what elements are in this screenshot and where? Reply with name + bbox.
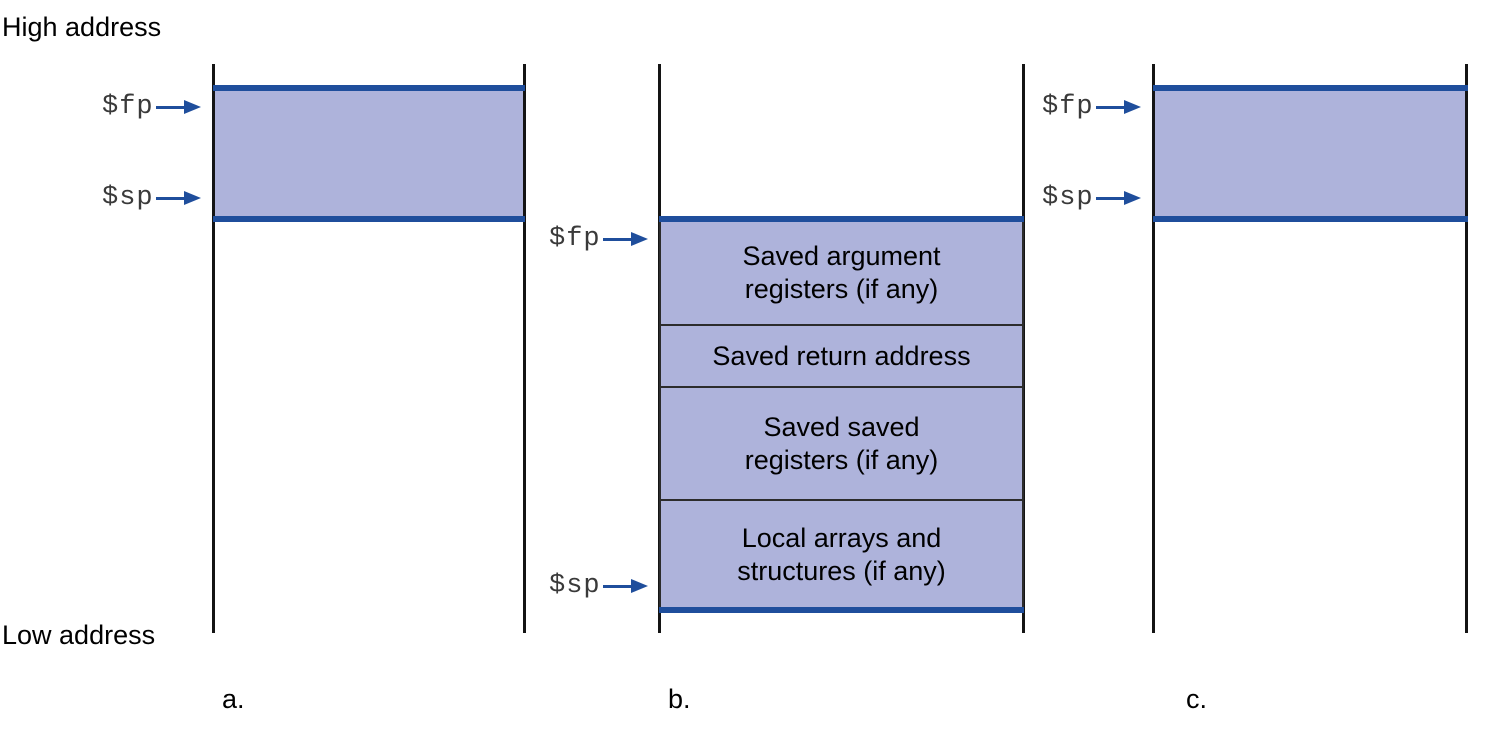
right-arrow-icon [602, 232, 649, 246]
panel-b-divider-2 [659, 386, 1024, 388]
panel-a-fp-boundary [213, 85, 525, 91]
cell-line: structures (if any) [737, 556, 946, 586]
panel-a-left-wall [212, 64, 215, 633]
panel-b-cell-saved-saved-registers [659, 387, 1024, 500]
panel-b-caption: b. [668, 684, 691, 714]
right-arrow-icon [602, 579, 649, 593]
panel-b-cell-local-arrays-structures [659, 500, 1024, 610]
panel-c-caption: c. [1186, 684, 1208, 714]
panel-c-left-wall [1152, 64, 1155, 633]
panel-a-fp-pointer: $fp [102, 92, 202, 122]
cell-line: Saved argument [742, 240, 941, 271]
cell-line: registers (if any) [744, 273, 939, 304]
panel-a-right-wall [523, 64, 526, 633]
panel-b-cell-saved-return-address [659, 325, 1024, 387]
panel-a-active-frame [215, 88, 523, 220]
panel-b-cell-text-4: Local arrays and structures (if any) [659, 500, 1024, 610]
low-address-label: Low address [2, 620, 156, 650]
panel-a-sp-label: $sp [102, 183, 154, 213]
right-arrow-icon [1095, 191, 1142, 205]
panel-a-sp-pointer: $sp [102, 183, 202, 213]
panel-b-cell-text-3: Saved saved registers (if any) [659, 387, 1024, 500]
panel-b-sp-label: $sp [549, 571, 601, 601]
panel-b-sp-boundary [659, 607, 1024, 613]
panel-b-cell-text-2: Saved return address [659, 325, 1024, 387]
panel-b-cell-saved-argument-registers [659, 220, 1024, 325]
panel-c-fp-boundary [1153, 85, 1468, 91]
panel-c-active-frame [1155, 88, 1465, 220]
panel-a-caption: a. [222, 684, 245, 714]
panel-c-fp-label: $fp [1042, 92, 1094, 122]
cell-line: registers (if any) [744, 444, 939, 475]
panel-c-right-wall [1465, 64, 1468, 633]
panel-a-sp-boundary [213, 216, 525, 222]
panel-b-sp-pointer: $sp [549, 571, 649, 601]
cell-line: Saved return address [712, 340, 971, 371]
panel-b-cell-text-1: Saved argument registers (if any) [659, 220, 1024, 325]
panel-c-sp-pointer: $sp [1042, 183, 1142, 213]
right-arrow-icon [155, 191, 202, 205]
panel-a-fp-label: $fp [102, 92, 154, 122]
cell-line: Local arrays and [741, 523, 942, 553]
panel-b-fp-label: $fp [549, 224, 601, 254]
right-arrow-icon [155, 100, 202, 114]
right-arrow-icon [1095, 100, 1142, 114]
panel-b-divider-3 [659, 499, 1024, 501]
panel-b-fp-pointer: $fp [549, 224, 649, 254]
high-address-label: High address [2, 12, 162, 42]
cell-line: Saved saved [763, 411, 920, 442]
panel-c-sp-boundary [1153, 216, 1468, 222]
panel-c-sp-label: $sp [1042, 183, 1094, 213]
panel-b-divider-1 [659, 324, 1024, 326]
panel-b-fp-boundary [659, 216, 1024, 222]
panel-c-fp-pointer: $fp [1042, 92, 1142, 122]
